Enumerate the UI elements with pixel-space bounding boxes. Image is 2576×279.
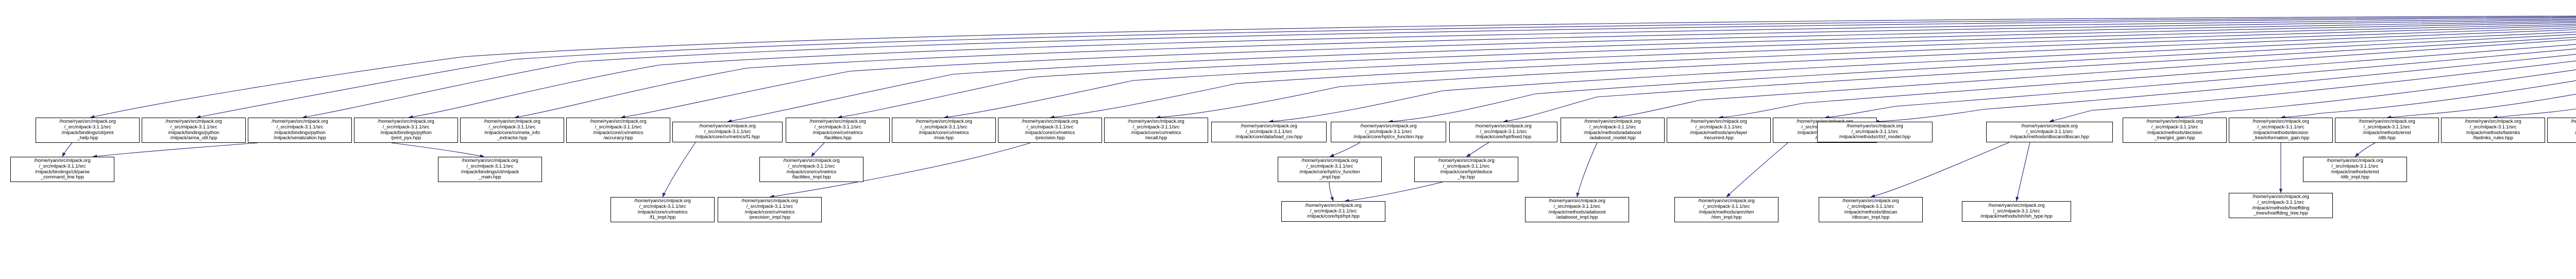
graph-node[interactable]: /home/ryan/src/mlpack.org /_src/mlpack-3… bbox=[2335, 118, 2439, 143]
graph-edge bbox=[196, 17, 2576, 119]
graph-node[interactable]: /home/ryan/src/mlpack.org /_src/mlpack-3… bbox=[248, 118, 352, 143]
graph-node[interactable]: /home/ryan/src/mlpack.org /_src/mlpack-3… bbox=[36, 118, 140, 143]
graph-node[interactable]: /home/ryan/src/mlpack.org /_src/mlpack-3… bbox=[354, 118, 458, 143]
graph-edge bbox=[1874, 54, 2576, 123]
graph-node[interactable]: /home/ryan/src/mlpack.org /_src/mlpack-3… bbox=[1104, 118, 1208, 143]
graph-node[interactable]: /home/ryan/src/mlpack.org /_src/mlpack-3… bbox=[759, 157, 863, 182]
graph-node[interactable]: /home/ryan/src/mlpack.org /_src/mlpack-3… bbox=[1449, 122, 1557, 142]
graph-edge bbox=[620, 21, 2576, 119]
graph-node[interactable]: /home/ryan/src/mlpack.org /_src/mlpack-3… bbox=[611, 197, 715, 222]
graph-edge bbox=[391, 142, 485, 158]
graph-edge bbox=[1049, 27, 2576, 119]
graph-node[interactable]: /home/ryan/src/mlpack.org /_src/mlpack-3… bbox=[1667, 118, 1771, 143]
graph-node[interactable]: /home/ryan/src/mlpack.org /_src/mlpack-3… bbox=[1986, 122, 2113, 142]
graph-edge bbox=[1466, 142, 1489, 157]
graph-node[interactable]: /home/ryan/src/mlpack.org /_src/mlpack-3… bbox=[10, 157, 114, 182]
graph-node[interactable]: /home/ryan/src/mlpack.org /_src/mlpack-3… bbox=[1525, 197, 1629, 222]
graph-edge bbox=[2174, 69, 2576, 119]
graph-node[interactable]: /home/ryan/src/mlpack.org /_src/mlpack-3… bbox=[566, 118, 670, 143]
graph-node[interactable]: /home/ryan/src/mlpack.org /_src/mlpack-3… bbox=[1331, 122, 1446, 142]
graph-edge bbox=[1726, 142, 1788, 198]
graph-edge bbox=[943, 25, 2576, 119]
graph-edge bbox=[727, 22, 2576, 123]
graph-edge bbox=[1268, 31, 2576, 123]
graph-edge bbox=[1156, 29, 2576, 119]
graph-edge bbox=[1576, 142, 1598, 198]
graph-edge bbox=[2015, 142, 2030, 202]
graph-node[interactable]: /home/ryan/src/mlpack.org /_src/mlpack-3… bbox=[2229, 118, 2333, 143]
graph-node[interactable]: /home/ryan/src/mlpack.org /_src/mlpack-3… bbox=[998, 118, 1102, 143]
graph-edge bbox=[1870, 142, 2010, 198]
graph-node[interactable]: /home/ryan/src/mlpack.org /_src/mlpack-3… bbox=[2547, 118, 2576, 143]
graph-node[interactable]: /home/ryan/src/mlpack.org /_src/mlpack-3… bbox=[460, 118, 564, 143]
graph-edge bbox=[1344, 182, 1443, 203]
graph-edge bbox=[1718, 44, 2576, 119]
graph-node[interactable]: /home/ryan/src/mlpack.org /_src/mlpack-3… bbox=[438, 157, 542, 182]
graph-node[interactable]: /home/ryan/src/mlpack.org /_src/mlpack-3… bbox=[2123, 118, 2227, 143]
graph-edge bbox=[811, 142, 825, 157]
graph-edge bbox=[408, 19, 2576, 119]
graph-node[interactable]: /home/ryan/src/mlpack.org /_src/mlpack-3… bbox=[786, 118, 890, 143]
graph-edge bbox=[302, 17, 2576, 119]
graph-edge bbox=[92, 142, 258, 158]
graph-edge bbox=[1824, 48, 2576, 119]
graph-edge bbox=[1612, 40, 2576, 119]
graph-node[interactable]: /home/ryan/src/mlpack.org /_src/mlpack-3… bbox=[1281, 201, 1385, 222]
graph-node[interactable]: /home/ryan/src/mlpack.org /_src/mlpack-3… bbox=[2303, 157, 2407, 182]
graph-edge bbox=[1329, 182, 1334, 202]
graph-node[interactable]: /home/ryan/src/mlpack.org /_src/mlpack-3… bbox=[1414, 157, 1518, 182]
graph-edge bbox=[2354, 142, 2376, 157]
graph-node[interactable]: /home/ryan/src/mlpack.org /_src/mlpack-3… bbox=[2229, 193, 2333, 218]
graph-edge bbox=[1329, 142, 1361, 157]
graph-edge bbox=[662, 142, 696, 198]
graph-node[interactable]: /home/ryan/src/mlpack.org /_src/mlpack-3… bbox=[142, 118, 246, 143]
graph-node[interactable]: /home/ryan/src/mlpack.org /_src/mlpack-3… bbox=[1819, 197, 1923, 222]
graph-node[interactable]: /home/ryan/src/mlpack.org /_src/mlpack-3… bbox=[2441, 118, 2545, 143]
graph-edge bbox=[1503, 37, 2576, 123]
graph-node[interactable]: /home/ryan/src/mlpack.org /_src/mlpack-3… bbox=[672, 122, 783, 142]
graph-node[interactable]: /home/ryan/src/mlpack.org /_src/mlpack-3… bbox=[718, 197, 822, 222]
graph-edge bbox=[837, 24, 2576, 119]
graph-edge bbox=[514, 20, 2576, 119]
graph-node[interactable]: /home/ryan/src/mlpack.org /_src/mlpack-3… bbox=[1674, 197, 1778, 222]
graph-edge bbox=[90, 15, 2576, 119]
graph-node[interactable]: /home/ryan/src/mlpack.org /_src/mlpack-3… bbox=[892, 118, 996, 143]
graph-node[interactable]: /home/ryan/src/mlpack.org /_src/mlpack-3… bbox=[1278, 157, 1382, 182]
graph-edge bbox=[2049, 60, 2576, 123]
graph-node[interactable]: /home/ryan/src/mlpack.org /_src/mlpack-3… bbox=[1817, 122, 1933, 142]
graph-edge bbox=[2280, 80, 2576, 119]
graph-edge bbox=[1388, 34, 2576, 123]
graph-node[interactable]: /home/ryan/src/mlpack.org /_src/mlpack-3… bbox=[1211, 122, 1327, 142]
graph-node[interactable]: /home/ryan/src/mlpack.org /_src/mlpack-3… bbox=[1561, 118, 1665, 143]
graph-node[interactable]: /home/ryan/src/mlpack.org /_src/mlpack-3… bbox=[1962, 201, 2071, 222]
graph-edge bbox=[2493, 108, 2576, 119]
graph-edge bbox=[2386, 93, 2576, 119]
graph-edge bbox=[62, 142, 73, 157]
